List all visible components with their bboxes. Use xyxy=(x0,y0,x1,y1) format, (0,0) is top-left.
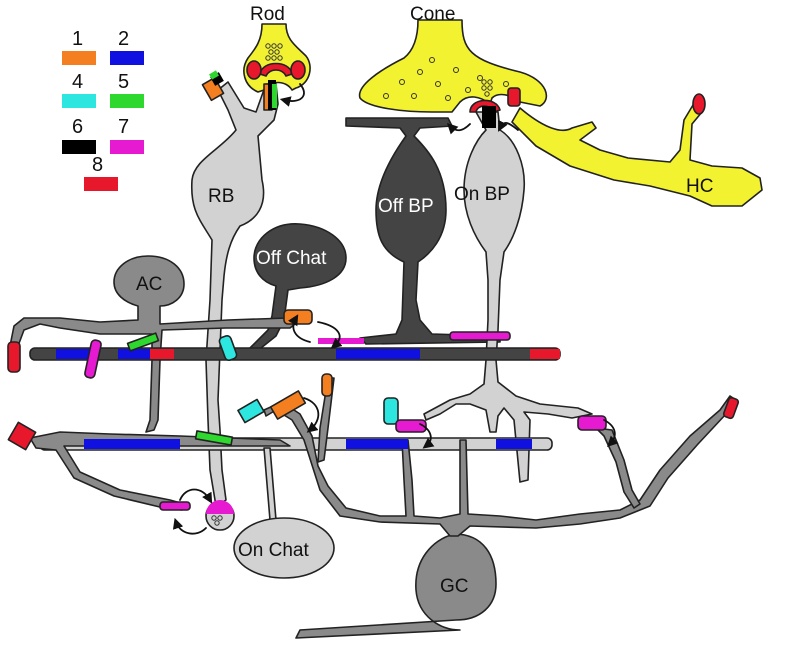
legend-number-7: 7 xyxy=(118,116,129,138)
rb-dendrite-tip-green xyxy=(209,70,219,80)
marker-red-upper-2 xyxy=(150,349,174,359)
rb-dendrite-tip-orange xyxy=(201,76,225,102)
marker-blue-upper-3 xyxy=(336,349,420,359)
on-bp-dendrite-black xyxy=(482,106,496,128)
legend-number-8: 8 xyxy=(92,154,103,176)
marker-green-lower xyxy=(194,430,234,446)
label-hc: HC xyxy=(686,176,713,197)
label-off-bp: Off BP xyxy=(378,196,434,217)
marker-magenta-lower-3 xyxy=(159,501,191,511)
arrow-lower-right xyxy=(603,419,619,448)
rod-ribbon-synapse xyxy=(259,62,293,77)
marker-red-lower-right xyxy=(722,396,740,420)
legend-swatch-1 xyxy=(62,51,96,65)
gc-branch-right xyxy=(595,427,641,509)
cone-photoreceptor xyxy=(358,19,548,113)
synaptic-arrows xyxy=(172,83,619,535)
marker-orange-lower-1 xyxy=(269,390,307,420)
cone-vesicles xyxy=(383,57,509,101)
arrow-rod-rb xyxy=(279,83,305,107)
marker-magenta-upper-1 xyxy=(84,339,102,379)
rb-terminal-magenta xyxy=(206,500,234,514)
gc-dendritic-tree xyxy=(263,395,737,537)
rod-photoreceptor xyxy=(243,23,311,93)
marker-red-upper-left xyxy=(7,341,21,373)
ganglion-cell xyxy=(295,533,497,639)
label-rod: Rod xyxy=(250,4,285,25)
arrow-rb-terminal-in xyxy=(179,488,213,504)
on-chat-amacrine xyxy=(233,517,335,579)
cone-synapse-red-right xyxy=(507,87,521,107)
on-chat-dendrite xyxy=(263,447,277,521)
rod-synapse-red-right xyxy=(290,60,306,80)
legend-swatch-2 xyxy=(110,51,144,65)
marker-cyan-lower xyxy=(237,398,265,424)
marker-blue-lower-2 xyxy=(346,439,408,449)
marker-cyan-lower-2 xyxy=(383,397,399,425)
marker-magenta-lower-1 xyxy=(395,419,427,433)
legend-number-5: 5 xyxy=(118,71,129,93)
marker-green-upper xyxy=(126,332,160,352)
label-ac: AC xyxy=(136,274,162,295)
arrow-lower-orange xyxy=(303,397,320,433)
color-legend: 1 2 4 5 6 7 8 xyxy=(62,28,144,191)
rod-vesicles xyxy=(265,43,283,61)
marker-cyan-upper xyxy=(218,334,238,362)
hc-tip-synapse xyxy=(692,93,706,115)
legend-number-6: 6 xyxy=(72,116,83,138)
label-on-bp: On BP xyxy=(454,184,510,205)
horizontal-cell xyxy=(511,99,763,207)
marker-magenta-lower-2 xyxy=(577,415,607,431)
marker-magenta-onbp xyxy=(449,331,511,341)
marker-red-lower-left xyxy=(7,421,37,451)
marker-blue-lower-3 xyxy=(496,439,532,449)
label-on-chat: On Chat xyxy=(238,540,309,561)
rb-dendrite-center-green xyxy=(272,84,277,108)
marker-magenta-offbp xyxy=(318,338,364,344)
marker-blue-lower-1 xyxy=(84,439,180,449)
rod-synapse-red-left xyxy=(246,60,262,80)
label-gc: GC xyxy=(440,576,469,597)
arrow-cone-offbp xyxy=(446,122,471,135)
rod-bipolar-cell xyxy=(190,81,279,507)
legend-number-2: 2 xyxy=(118,28,129,50)
upper-stratum-band xyxy=(29,347,561,361)
off-chat-amacrine xyxy=(249,223,347,353)
legend-swatch-8 xyxy=(84,177,118,191)
arrow-offchat-back xyxy=(288,314,311,343)
marker-orange-offchat xyxy=(283,309,313,325)
legend-swatch-6 xyxy=(62,140,96,154)
legend-number-1: 1 xyxy=(72,28,83,50)
legend-swatch-7 xyxy=(110,140,144,154)
marker-blue-upper-2 xyxy=(118,349,158,359)
legend-number-4: 4 xyxy=(72,71,83,93)
rb-terminal-vesicles xyxy=(211,515,223,526)
legend-swatch-4 xyxy=(62,94,96,108)
arrow-cone-onbp-right xyxy=(498,119,519,132)
label-cone: Cone xyxy=(410,4,455,25)
on-bipolar-cell xyxy=(423,111,593,483)
label-rb: RB xyxy=(208,186,234,207)
marker-orange-lower-2 xyxy=(321,373,333,397)
arrow-lower-magenta xyxy=(419,423,435,449)
legend-swatch-5 xyxy=(110,94,144,108)
arrow-offchat xyxy=(317,321,343,349)
marker-red-upper-right xyxy=(530,349,560,359)
marker-blue-upper-1 xyxy=(56,349,92,359)
arrow-rb-terminal-out xyxy=(172,517,207,535)
label-off-chat: Off Chat xyxy=(256,248,327,269)
